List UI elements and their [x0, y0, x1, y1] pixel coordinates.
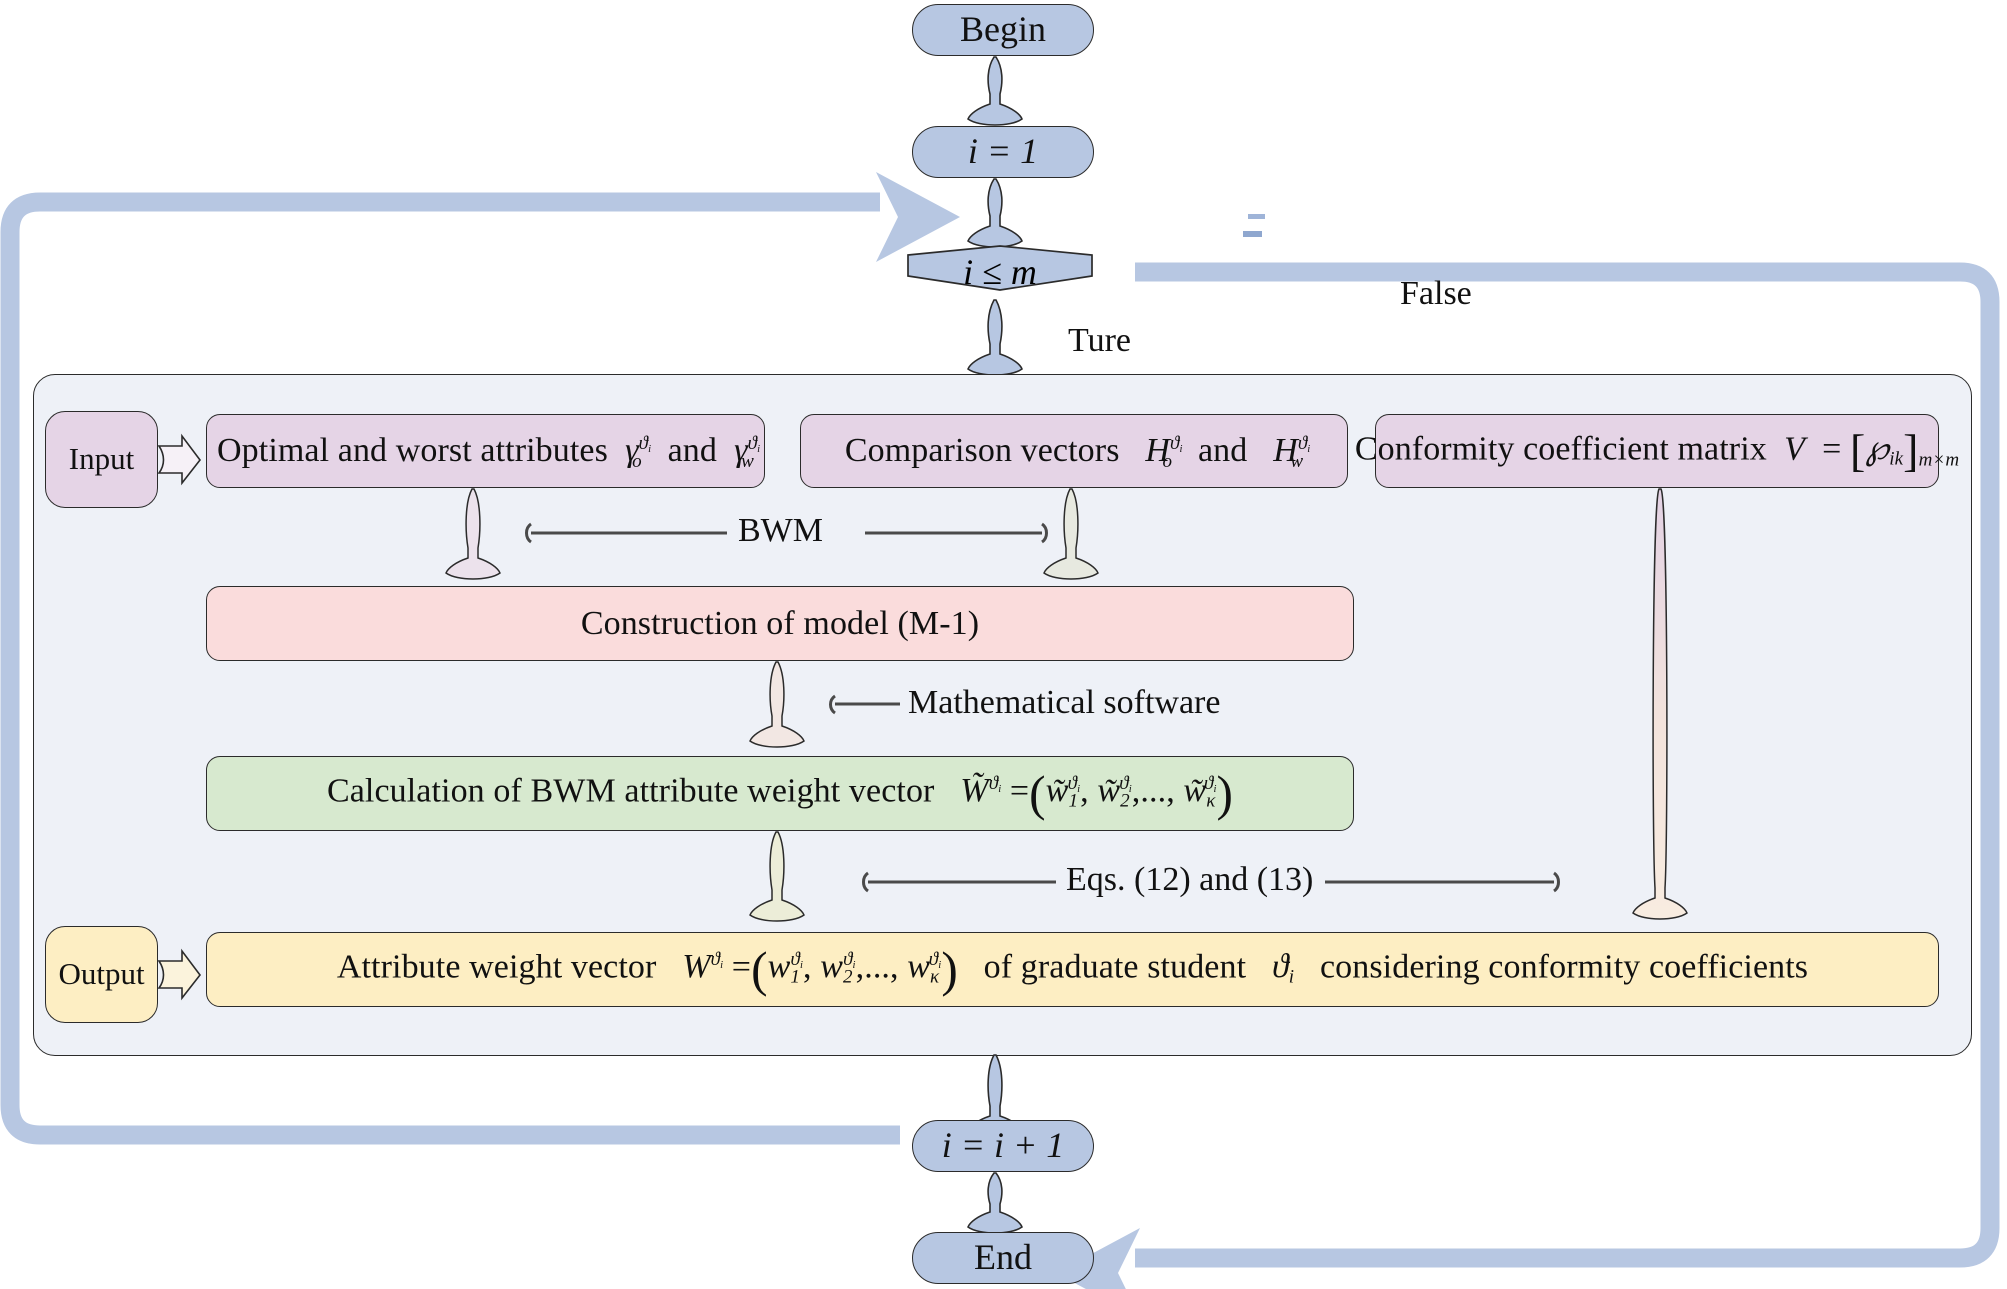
- pill-output-label: Output: [58, 956, 145, 992]
- label-false: False: [1400, 275, 1472, 312]
- box-construction-of-model[interactable]: Construction of model (M-1): [206, 586, 1354, 661]
- node-increment-label: i = i + 1: [941, 1125, 1065, 1166]
- label-mathematical-software: Mathematical software: [908, 684, 1221, 721]
- node-init[interactable]: i = 1: [912, 126, 1094, 178]
- label-bwm: BWM: [738, 512, 823, 549]
- box-bwm-weight-calculation-label: Calculation of BWM attribute weight vect…: [326, 765, 1234, 821]
- symbol-H-o: Hϑio: [1145, 432, 1183, 472]
- arrow-init-to-condition: [967, 178, 1023, 248]
- pill-input[interactable]: Input: [45, 411, 158, 508]
- stray-dash-icon: [1248, 214, 1265, 219]
- node-increment[interactable]: i = i + 1: [912, 1120, 1094, 1172]
- box-conformity-matrix[interactable]: Conformity coefficient matrix V = [℘ik]m…: [1355, 414, 1959, 488]
- box-construction-of-model-label: Construction of model (M-1): [580, 604, 980, 642]
- symbol-gamma-w: γϑiw: [734, 432, 761, 472]
- node-condition-label: i ≤ m: [963, 251, 1037, 292]
- box-comparison-vectors[interactable]: Comparison vectors Hϑio and Hϑiw: [800, 414, 1348, 488]
- symbol-W-tilde: W̃ϑi: [960, 772, 1002, 810]
- node-begin-label: Begin: [960, 9, 1046, 50]
- node-init-label: i = 1: [967, 131, 1039, 172]
- pill-input-label: Input: [68, 441, 135, 477]
- box-conformity-matrix-label: Conformity coefficient matrix V = [℘ik]m…: [1354, 424, 1960, 476]
- box-optimal-worst-attributes[interactable]: Optimal and worst attributes γϑio and γϑ…: [206, 414, 765, 488]
- box-attribute-weight-vector[interactable]: Attribute weight vector Wϑi =(w1ϑi, w2ϑi…: [206, 932, 1939, 1007]
- arrow-increment-to-end: [967, 1172, 1023, 1234]
- arrow-begin-to-init: [967, 56, 1023, 126]
- box-optimal-worst-label: Optimal and worst attributes γϑio and γϑ…: [217, 432, 761, 472]
- box-bwm-weight-calculation[interactable]: Calculation of BWM attribute weight vect…: [206, 756, 1354, 831]
- pill-output[interactable]: Output: [45, 926, 158, 1023]
- node-condition[interactable]: i ≤ m: [900, 243, 1100, 300]
- stray-dash-icon: [1243, 231, 1262, 237]
- arrow-condition-true: [967, 299, 1023, 376]
- box-comparison-vectors-label: Comparison vectors Hϑio and Hϑiw: [844, 432, 1311, 472]
- symbol-theta-i: ϑi: [1271, 948, 1295, 988]
- symbol-gamma-o: γϑio: [625, 432, 652, 472]
- box-attribute-weight-vector-label: Attribute weight vector Wϑi =(w1ϑi, w2ϑi…: [336, 941, 1809, 997]
- symbol-H-w: Hϑiw: [1273, 432, 1311, 472]
- label-true: Ture: [1068, 322, 1131, 359]
- node-begin[interactable]: Begin: [912, 4, 1094, 56]
- node-end[interactable]: End: [912, 1232, 1094, 1284]
- symbol-W: Wϑi: [682, 948, 724, 986]
- node-end-label: End: [974, 1237, 1032, 1278]
- symbol-V: V: [1784, 430, 1805, 468]
- label-eqs: Eqs. (12) and (13): [1066, 861, 1314, 898]
